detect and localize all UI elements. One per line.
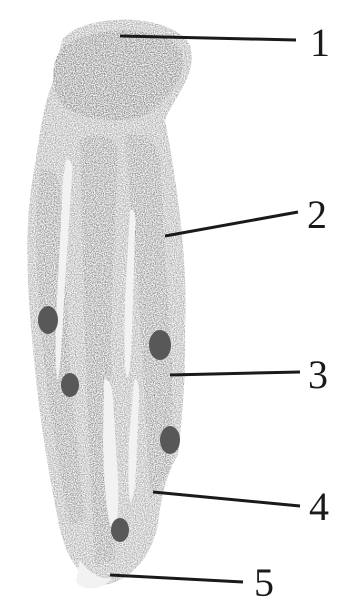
leader-line-5: [110, 575, 243, 582]
callout-label-3: 3: [308, 352, 328, 397]
leader-line-4: [153, 492, 300, 506]
callout-label-1: 1: [310, 20, 330, 65]
joint: [38, 306, 58, 334]
callout-labels: 1 2 3 4 5: [254, 20, 330, 598]
joint: [61, 373, 79, 397]
joint: [149, 330, 171, 360]
callout-label-4: 4: [309, 484, 329, 529]
leader-line-2: [165, 212, 298, 236]
callout-label-5: 5: [254, 560, 274, 598]
callout-label-2: 2: [307, 192, 327, 237]
joint: [160, 426, 180, 454]
joint: [111, 518, 129, 542]
leader-line-3: [170, 372, 300, 375]
